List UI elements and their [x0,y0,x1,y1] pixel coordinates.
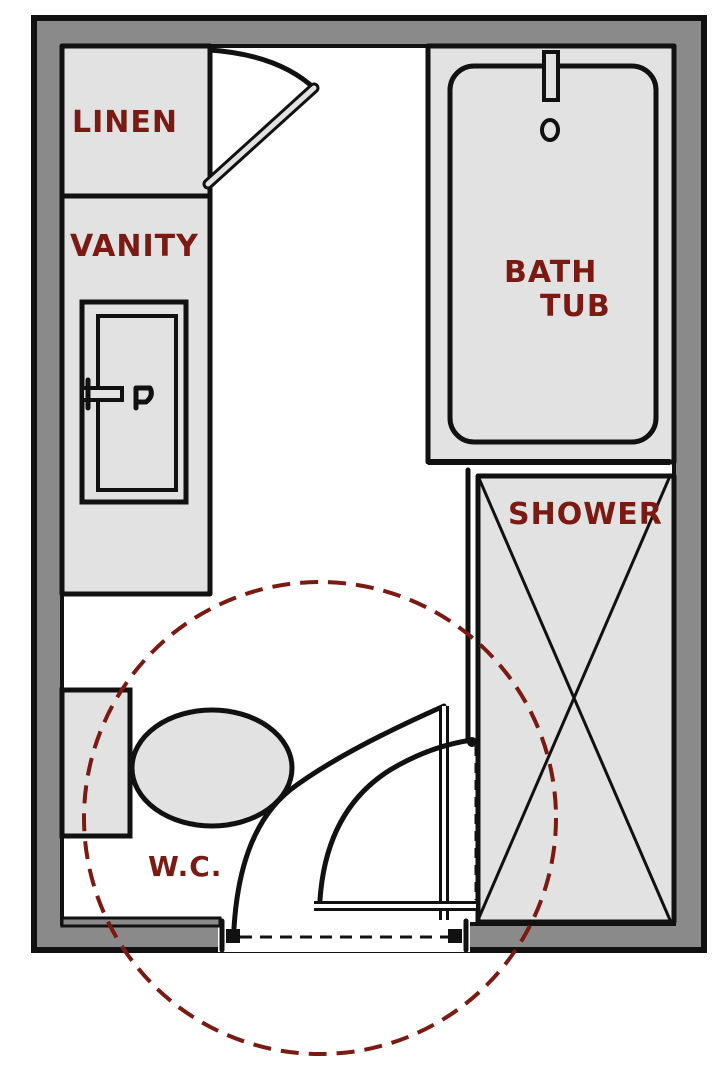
bath-tub: BATH TUB [425,43,677,465]
vanity: VANITY [59,193,213,597]
linen-closet: LINEN [59,43,320,199]
bath-tub-label-2: TUB [540,289,611,324]
toilet: W.C. [59,687,295,883]
toilet-tank [59,687,133,839]
vanity-label: VANITY [70,229,199,264]
wall-segment-left [60,916,222,928]
bath-tub-label-1: BATH [504,255,597,290]
tub-faucet [542,50,560,102]
entry-door-swing [231,703,477,931]
shower: SHOWER [465,467,677,925]
shower-label: SHOWER [508,497,663,532]
drain-icon [540,118,560,142]
toilet-bowl [129,707,295,829]
faucet-icon [80,377,154,411]
wc-label: W.C. [148,850,222,883]
linen-label: LINEN [72,105,178,140]
clearance-circle [82,580,558,1056]
door-opening [218,918,470,953]
